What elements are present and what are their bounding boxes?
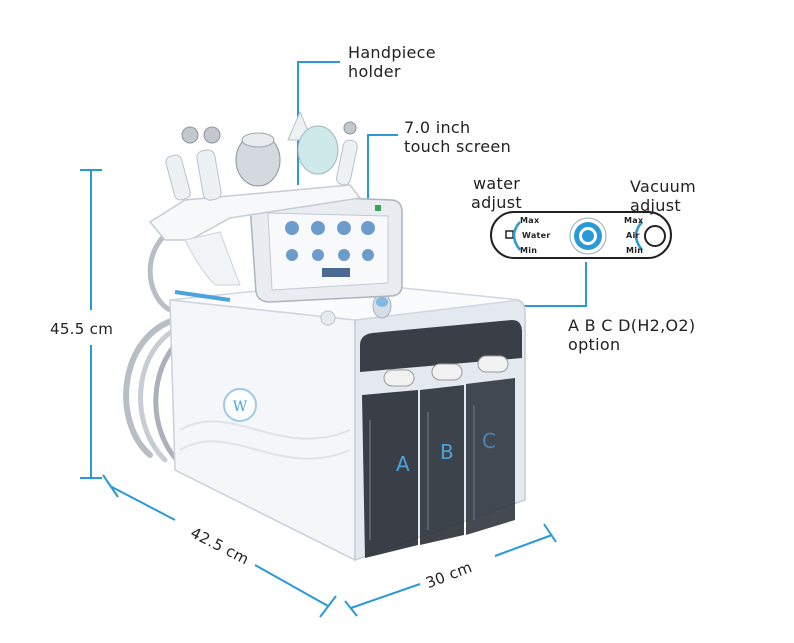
width-dimension-line [344, 523, 557, 617]
water-arc-icon [512, 221, 521, 251]
tank-letter-b: B [440, 440, 455, 464]
vacuum-knob-icon [644, 225, 666, 247]
option-label-line1: A B C D(H2,O2) [568, 316, 696, 335]
handpiece-holder-label-line2: holder [348, 62, 401, 81]
control-panel-inset [490, 211, 672, 259]
handpiece-holder-label-line1: Handpiece [348, 43, 436, 62]
water-adjust-label-line2: adjust [471, 193, 522, 212]
touch-screen-label-line2: touch screen [404, 137, 512, 156]
water-mid-label: Water [522, 231, 551, 240]
depth-dimension-line [102, 474, 337, 618]
air-mid-label: Air [626, 231, 640, 240]
water-adjust-label-line1: water [473, 174, 521, 193]
air-min-label: Min [626, 246, 644, 255]
air-max-label: Max [624, 216, 644, 225]
vacuum-adjust-label-line2: adjust [630, 196, 681, 215]
screen-callout-line [367, 134, 398, 205]
height-dimension-line [80, 169, 102, 479]
handpiece-holder [148, 110, 362, 286]
tank-letter-c: C [482, 429, 497, 453]
water-max-label: Max [520, 216, 540, 225]
water-min-label: Min [520, 246, 538, 255]
water-tanks [360, 320, 522, 558]
vacuum-adjust-label-line1: Vacuum [630, 177, 696, 196]
touch-screen [249, 194, 403, 303]
air-arc-icon [634, 221, 643, 251]
handpiece-callout-line [297, 61, 340, 185]
height-dimension-label: 45.5 cm [50, 320, 114, 338]
tank-letter-a: A [396, 452, 410, 476]
option-label-line2: option [568, 335, 621, 354]
svg-text:W: W [233, 399, 248, 415]
touch-screen-label-line1: 7.0 inch [404, 118, 471, 137]
